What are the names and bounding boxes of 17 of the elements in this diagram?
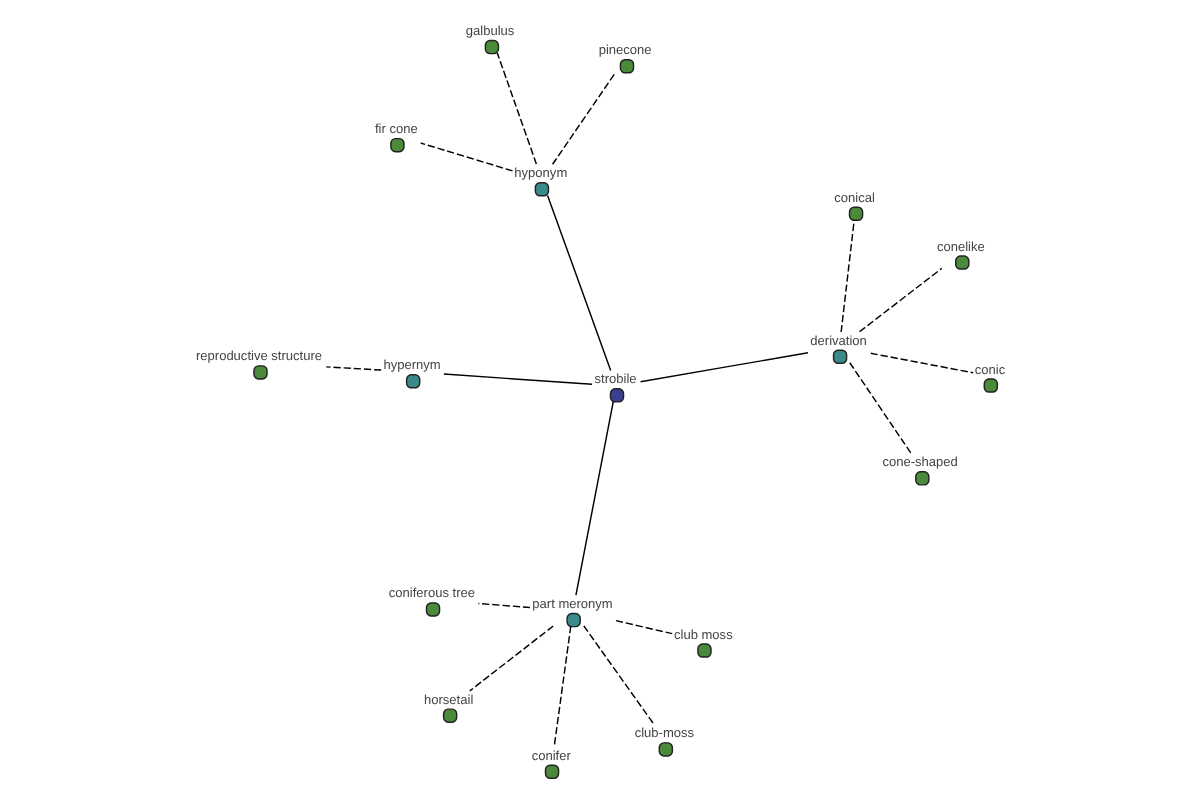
connector xyxy=(614,619,672,635)
connector xyxy=(638,352,808,383)
connector xyxy=(419,142,513,172)
connector xyxy=(495,52,537,165)
connector xyxy=(848,362,911,455)
connector xyxy=(857,267,942,333)
connector xyxy=(839,219,854,333)
connector xyxy=(869,352,973,374)
connector xyxy=(468,625,553,692)
connector xyxy=(574,400,614,596)
connector xyxy=(476,602,530,609)
connector xyxy=(550,71,616,165)
connector xyxy=(582,625,654,726)
connector xyxy=(545,194,611,372)
connector xyxy=(324,366,381,371)
connector xyxy=(552,625,571,748)
connector xyxy=(442,373,592,385)
